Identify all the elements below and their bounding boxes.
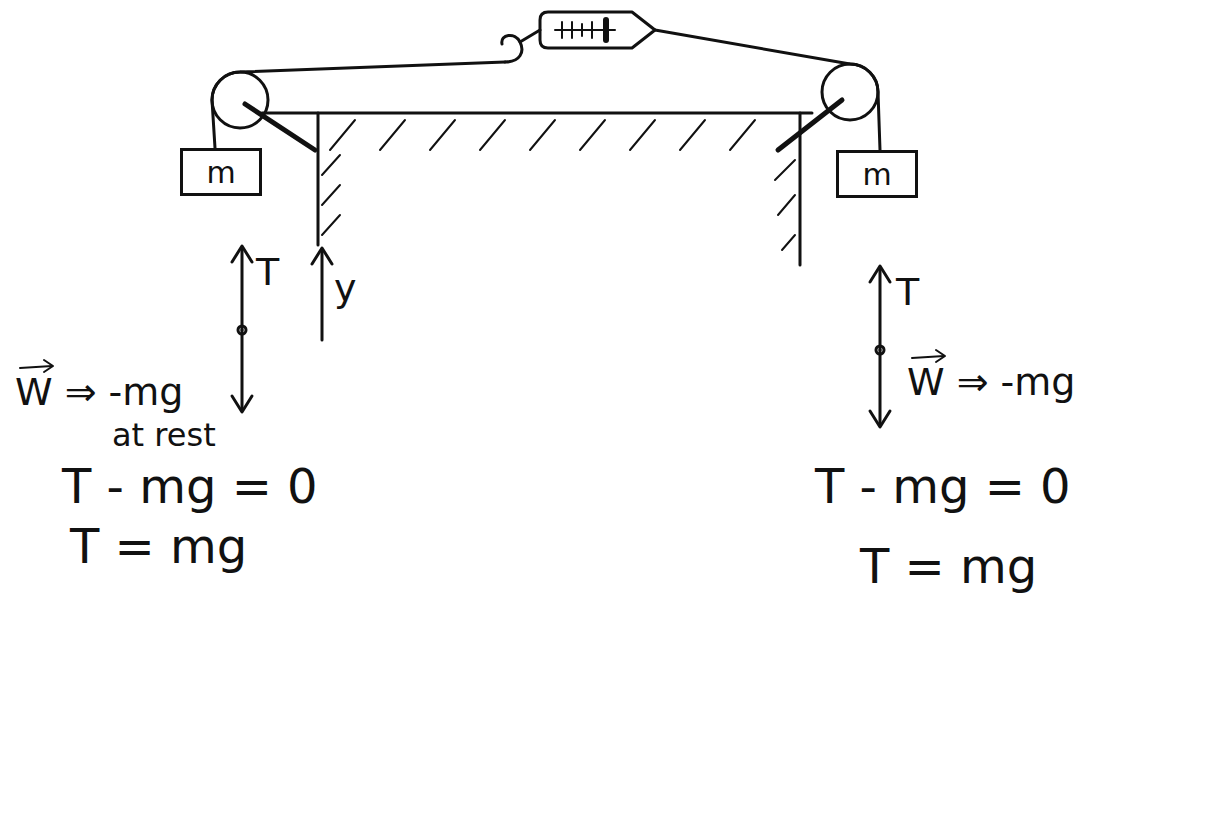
arrowhead bbox=[870, 411, 890, 427]
hatching bbox=[322, 120, 795, 250]
tension-label: T bbox=[256, 252, 279, 294]
hook bbox=[502, 35, 522, 62]
table-top bbox=[262, 112, 812, 115]
equation: T = mg bbox=[70, 520, 247, 573]
weight-label: W ⇒ -mg bbox=[15, 372, 183, 414]
weight-arrow bbox=[241, 330, 244, 410]
rope bbox=[655, 30, 880, 150]
mass-block: m bbox=[180, 148, 262, 196]
arrowhead bbox=[870, 266, 890, 282]
arrowhead bbox=[312, 248, 332, 264]
vector-arrow bbox=[912, 356, 944, 358]
arrowhead bbox=[232, 246, 252, 262]
arrowhead bbox=[232, 396, 252, 412]
rope bbox=[212, 62, 505, 148]
tension-label: T bbox=[896, 272, 919, 314]
weight-label: W ⇒ -mg bbox=[907, 362, 1075, 404]
tension-arrow bbox=[241, 248, 244, 330]
weight-arrow bbox=[879, 350, 882, 425]
vector-arrow bbox=[44, 360, 53, 372]
note: at rest bbox=[112, 418, 216, 453]
tension-arrow bbox=[879, 268, 882, 350]
equation: T = mg bbox=[860, 540, 1037, 593]
left-wall bbox=[317, 113, 320, 245]
axis-label: y bbox=[334, 268, 357, 310]
spring-scale bbox=[540, 12, 655, 48]
scale-pointer bbox=[603, 20, 609, 40]
point-mass bbox=[876, 346, 884, 354]
equation: T - mg = 0 bbox=[62, 460, 318, 513]
mass-label: m bbox=[862, 157, 891, 192]
vector-arrow bbox=[936, 350, 945, 362]
pulley-bracket bbox=[245, 104, 315, 150]
y-axis-arrow bbox=[321, 250, 324, 340]
vector-arrow bbox=[20, 366, 52, 368]
point-mass bbox=[238, 326, 246, 334]
mass-block: m bbox=[836, 150, 918, 198]
mass-label: m bbox=[206, 155, 235, 190]
equation: T - mg = 0 bbox=[815, 460, 1071, 513]
rope bbox=[520, 30, 540, 42]
pulley-bracket bbox=[778, 100, 842, 150]
